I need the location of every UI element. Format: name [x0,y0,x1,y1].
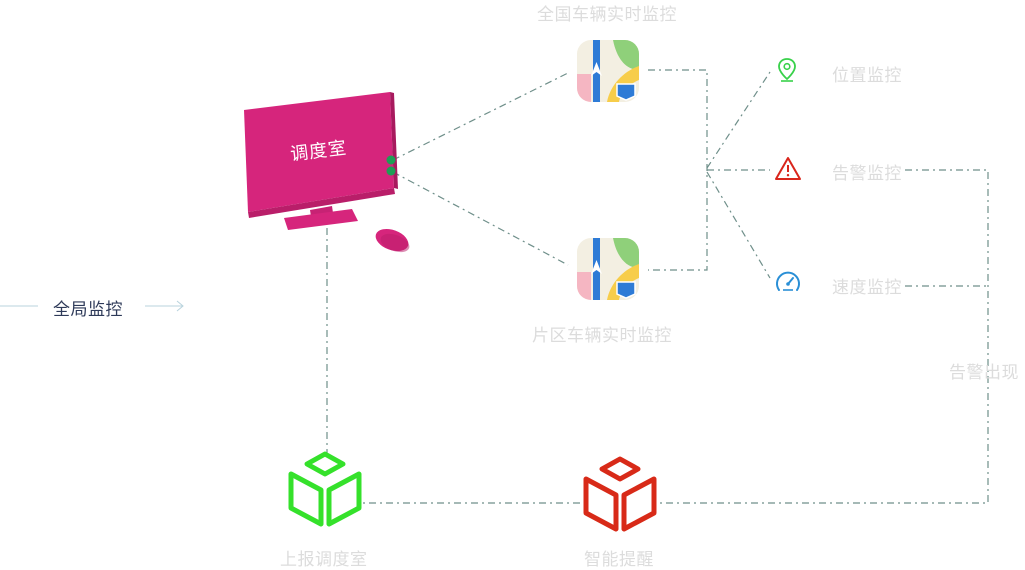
national-monitor-label: 全国车辆实时监控 [537,5,677,25]
line-alarm-to-reminder [660,169,989,504]
speed-monitor-label: 速度监控 [832,278,902,298]
connector-dot-bottom [386,166,396,176]
alarm-appears-label: 告警出现 [949,363,1019,383]
position-monitor-label: 位置监控 [832,66,902,86]
zone-monitor-label: 片区车辆实时监控 [532,326,672,346]
global-monitor-label: 全局监控 [53,300,123,320]
connector-dot-top [386,155,396,165]
line-monitor-to-zone-map [392,171,569,266]
speedometer-icon [776,271,800,291]
maps-app-icon [577,40,639,102]
report-dispatch-label: 上报调度室 [280,550,368,570]
cube-outline-icon [583,456,657,532]
line-to-speed [706,171,771,279]
desktop-monitor-icon [244,92,398,230]
line-maps-junction [648,69,708,271]
arrow-right-icon [145,300,184,312]
warning-triangle-icon [775,157,801,180]
location-pin-icon [778,58,796,82]
mouse-icon [375,228,410,253]
maps-app-icon [577,238,639,300]
line-to-position [706,71,771,169]
smart-reminder-label: 智能提醒 [584,550,654,570]
cube-outline-icon [288,451,362,527]
alarm-monitor-label: 告警监控 [832,164,902,184]
line-monitor-to-national-map [392,72,569,161]
